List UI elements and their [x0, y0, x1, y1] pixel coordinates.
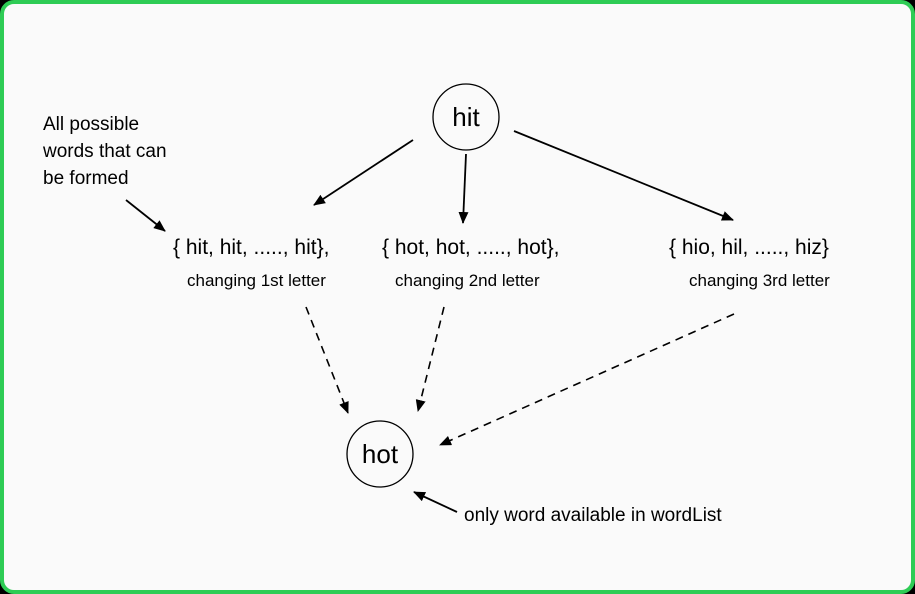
group-3-caption: changing 3rd letter: [689, 271, 830, 290]
node-hit-circle: [432, 83, 500, 151]
node-hot-circle: [346, 420, 414, 488]
dashed-arrow-group-3: [439, 313, 735, 446]
group-1-set: { hit, hit, ....., hit},: [173, 236, 329, 259]
group-3-set: { hio, hil, ....., hiz}: [669, 236, 829, 259]
arrow-possible-words: [125, 199, 166, 232]
group-3: { hio, hil, ....., hiz} changing 3rd let…: [669, 236, 830, 290]
annotation-line-2: words that can: [42, 141, 167, 162]
annotation-line-3: be formed: [43, 168, 129, 189]
annotation-wordlist: only word available in wordList: [464, 505, 722, 526]
node-hot: hot: [346, 420, 414, 488]
arrow-to-group-3: [513, 130, 734, 221]
group-2-set: { hot, hot, ....., hot},: [382, 236, 559, 259]
annotation-line-1: All possible: [43, 114, 139, 135]
group-2-caption: changing 2nd letter: [395, 271, 540, 290]
dashed-arrow-group-2: [415, 306, 445, 412]
group-2: { hot, hot, ....., hot}, changing 2nd le…: [382, 236, 559, 290]
dashed-arrow-group-1: [305, 306, 349, 414]
group-1: { hit, hit, ....., hit}, changing 1st le…: [173, 236, 329, 290]
arrow-to-group-1: [313, 139, 414, 206]
node-hit: hit: [432, 83, 500, 151]
arrow-wordlist-note: [413, 491, 458, 513]
group-1-caption: changing 1st letter: [187, 271, 326, 290]
word-ladder-diagram: hit hot All possible words that can be f…: [42, 83, 830, 526]
annotation-possible-words: All possible words that can be formed: [42, 114, 167, 189]
node-hit-label: hit: [452, 102, 480, 132]
node-hot-label: hot: [362, 439, 399, 469]
arrow-to-group-2: [458, 153, 469, 224]
